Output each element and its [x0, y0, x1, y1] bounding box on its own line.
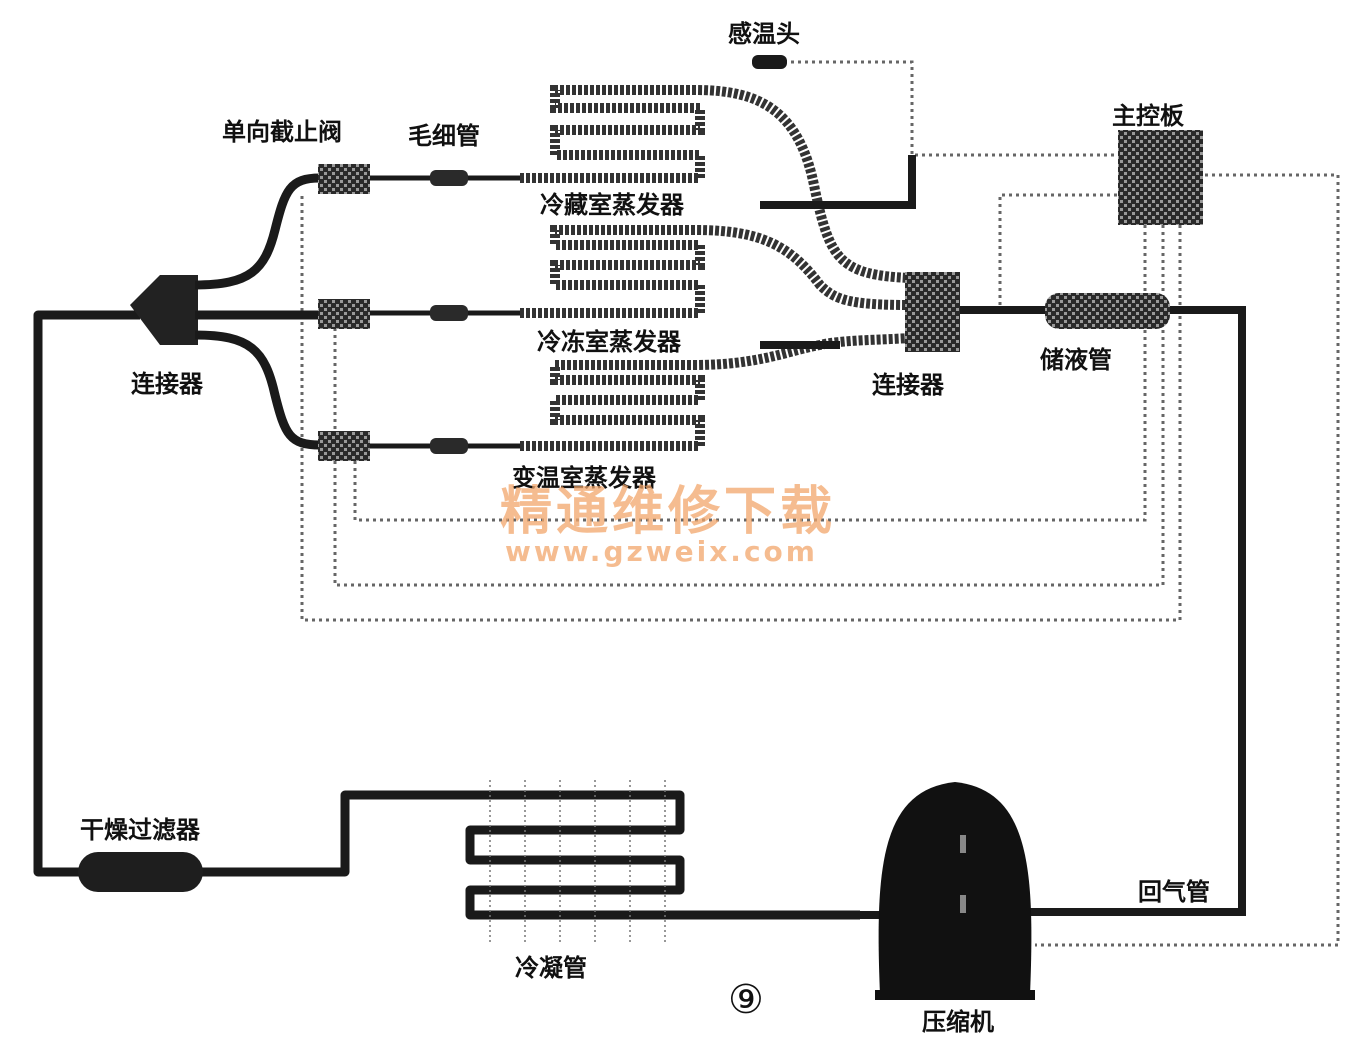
fridge-evaporator-label: 冷藏室蒸发器	[540, 191, 684, 219]
compressor	[860, 782, 1060, 1000]
right-connector	[905, 272, 960, 352]
accumulator-label: 储液管	[1040, 346, 1112, 374]
accumulator	[1045, 293, 1170, 329]
return-pipe-label: 回气管	[1138, 878, 1210, 906]
sensor-label: 感温头	[728, 20, 800, 48]
watermark-url: www.gzweix.com	[505, 535, 818, 568]
branch-pipes	[194, 173, 321, 450]
watermark-title: 精通维修下载	[500, 481, 837, 542]
check-valve-label: 单向截止阀	[222, 118, 342, 146]
evaporator-stubs	[760, 155, 916, 349]
main-control-board	[1118, 130, 1203, 225]
liquid-line	[33, 310, 860, 920]
suction-line	[960, 306, 1246, 916]
capillary-label: 毛细管	[408, 122, 480, 150]
freezer-evaporator-label: 冷冻室蒸发器	[537, 328, 681, 356]
dryer-filter-label: 干燥过滤器	[80, 816, 200, 844]
left-connector-label: 连接器	[131, 370, 203, 398]
dryer-filter	[78, 852, 203, 892]
evaporators	[520, 85, 911, 451]
right-connector-label: 连接器	[872, 371, 944, 399]
check-valves	[318, 164, 370, 461]
condenser-label: 冷凝管	[515, 954, 587, 982]
main-board-label: 主控板	[1112, 102, 1184, 130]
compressor-label: 压缩机	[922, 1008, 994, 1036]
left-connector	[130, 275, 198, 345]
sensor-bulb	[752, 55, 787, 69]
variable-evaporator-label: 变温室蒸发器	[512, 464, 656, 492]
figure-number: ⑨	[728, 977, 764, 1023]
capillary-coils	[430, 170, 468, 454]
